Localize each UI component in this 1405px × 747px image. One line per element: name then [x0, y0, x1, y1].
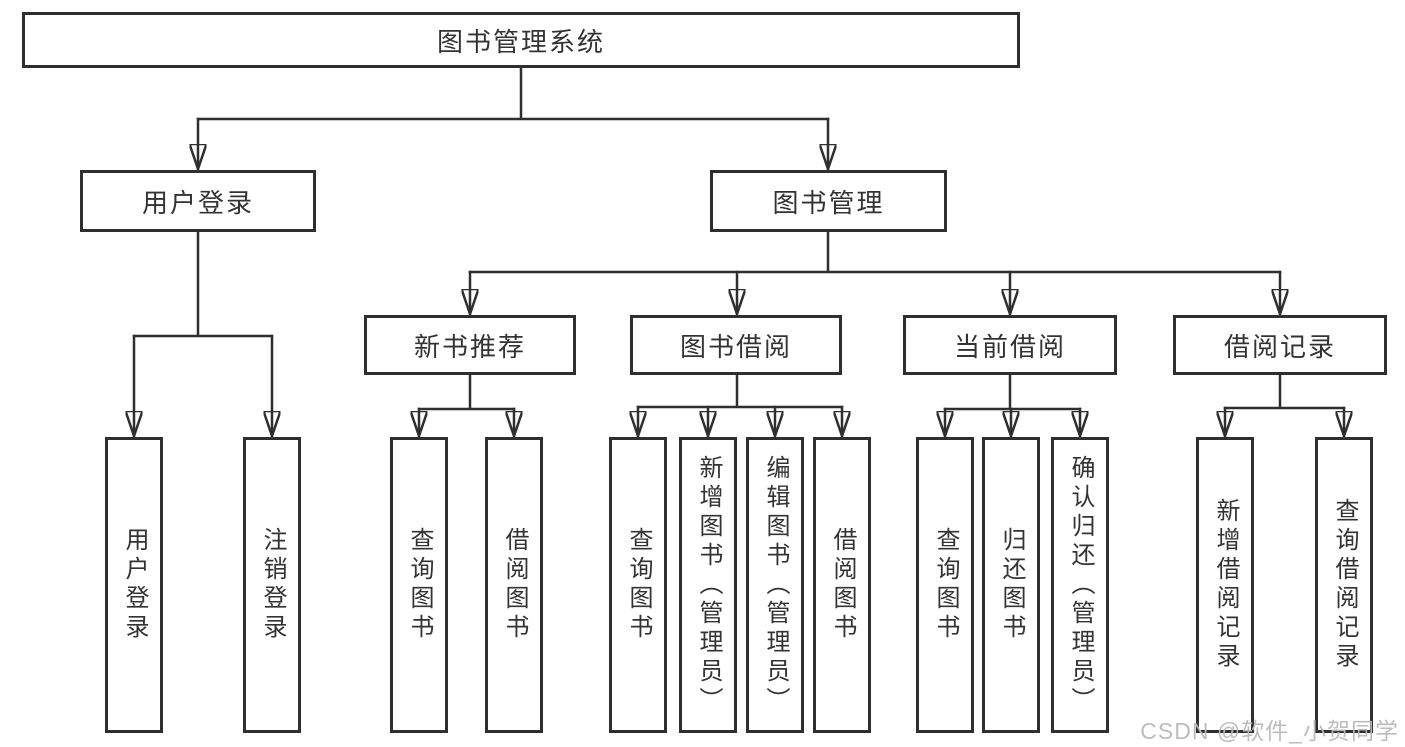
connector-root-to-level2	[198, 66, 828, 171]
node-label: 图书管理	[772, 187, 885, 218]
leaf-query-book-current: 查询图书	[916, 437, 974, 733]
leaf-query-book-borrow: 查询图书	[609, 437, 667, 733]
node-current-borrow: 当前借阅	[903, 315, 1117, 375]
node-book-management: 图书管理	[710, 170, 947, 232]
leaf-query-book-recommend: 查询图书	[390, 437, 448, 733]
node-label: 查询图书	[932, 527, 959, 643]
node-borrow-records: 借阅记录	[1173, 315, 1387, 375]
connector-user-login-children	[134, 230, 272, 438]
leaf-logout: 注销登录	[243, 437, 301, 733]
node-label: 查询图书	[625, 527, 652, 643]
node-user-login: 用户登录	[80, 170, 316, 232]
node-label: 用户登录	[141, 187, 254, 218]
node-label: 编辑图书（管理员）	[762, 454, 789, 716]
leaf-edit-book-admin: 编辑图书（管理员）	[746, 437, 804, 733]
leaf-add-borrow-record: 新增借阅记录	[1196, 437, 1254, 733]
node-label: 图书借阅	[679, 331, 792, 362]
node-book-borrow: 图书借阅	[630, 315, 842, 375]
leaf-return-book: 归还图书	[982, 437, 1040, 733]
connector-borrow-records-children	[1225, 373, 1344, 438]
leaf-add-book-admin: 新增图书（管理员）	[679, 437, 737, 733]
leaf-query-borrow-record: 查询借阅记录	[1315, 437, 1373, 733]
node-label: 注销登录	[259, 527, 286, 643]
node-label: 新增图书（管理员）	[695, 454, 722, 716]
node-label: 借阅图书	[501, 527, 528, 643]
leaf-user-login: 用户登录	[105, 437, 163, 733]
leaf-borrow-book: 借阅图书	[813, 437, 871, 733]
node-label: 新书推荐	[413, 331, 526, 362]
node-label: 借阅图书	[829, 527, 856, 643]
node-label: 当前借阅	[953, 331, 1066, 362]
connector-current-borrow-children	[945, 373, 1080, 438]
csdn-watermark: CSDN @软件_小贺同学	[1140, 718, 1399, 744]
node-new-book-recommend: 新书推荐	[364, 315, 576, 375]
node-label: 图书管理系统	[436, 26, 605, 57]
connector-book-borrow-children	[638, 373, 842, 438]
node-root: 图书管理系统	[22, 12, 1020, 68]
leaf-borrow-book-recommend: 借阅图书	[485, 437, 543, 733]
node-label: 归还图书	[998, 527, 1025, 643]
leaf-confirm-return-admin: 确认归还（管理员）	[1051, 437, 1109, 733]
node-label: 查询图书	[406, 527, 433, 643]
node-label: 用户登录	[121, 527, 148, 643]
node-label: 借阅记录	[1223, 331, 1336, 362]
connector-book-mgmt-children	[470, 230, 1280, 316]
connector-new-book-rec-children	[419, 373, 514, 438]
node-label: 查询借阅记录	[1331, 498, 1358, 672]
node-label: 新增借阅记录	[1212, 498, 1239, 672]
node-label: 确认归还（管理员）	[1067, 454, 1094, 716]
